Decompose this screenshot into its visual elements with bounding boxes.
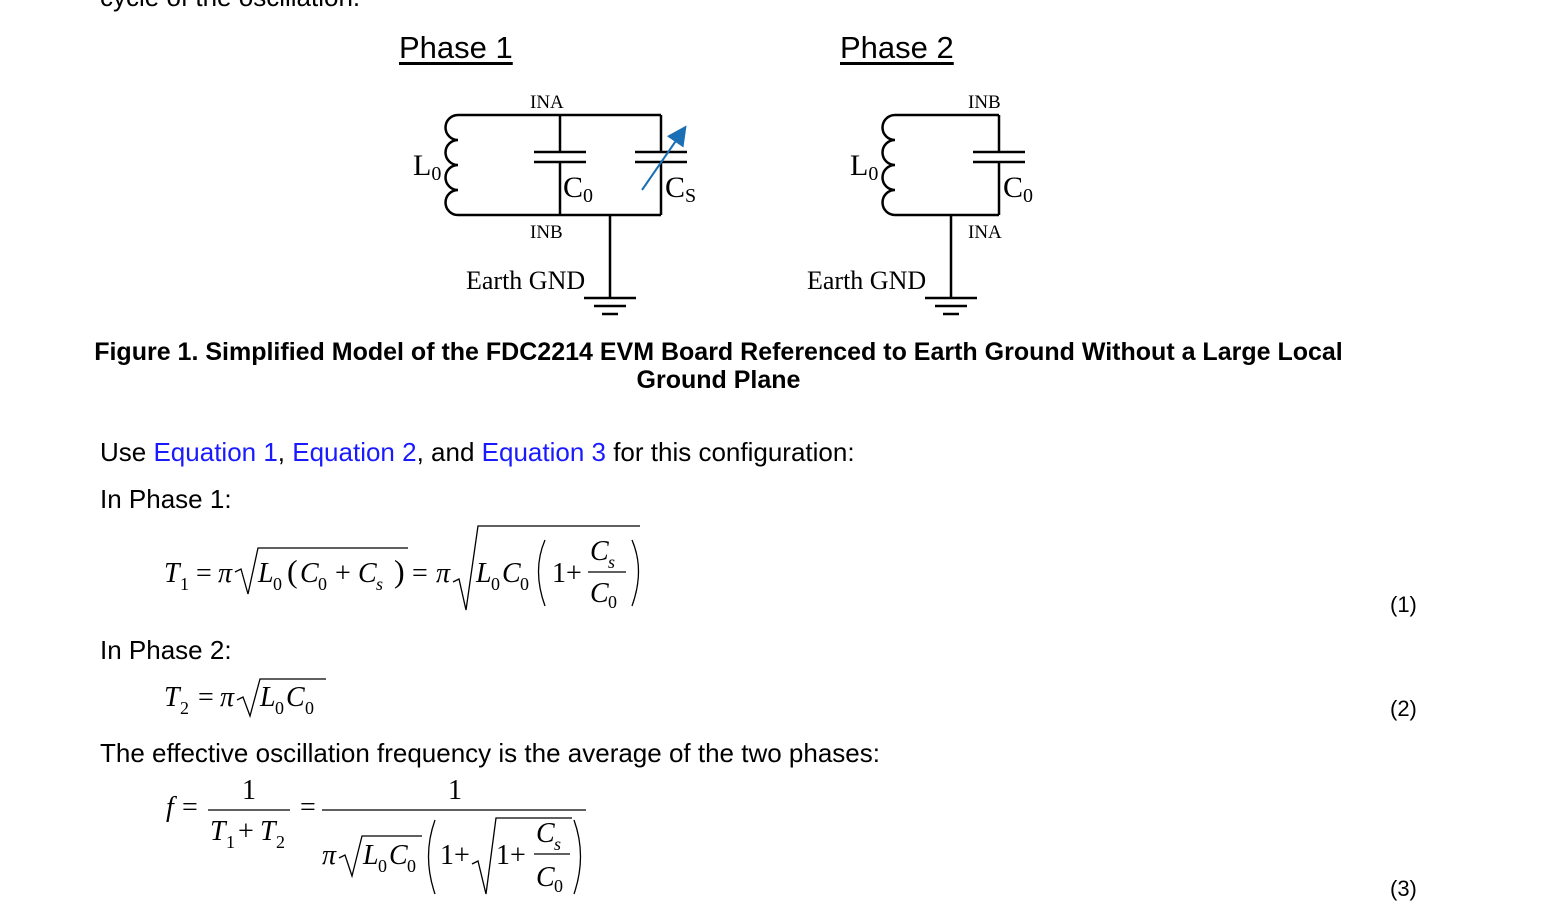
caption-line-1: Figure 1. Simplified Model of the FDC221… (94, 338, 1343, 366)
inductor-coil (881, 113, 896, 217)
svg-text:π: π (436, 558, 451, 589)
intro-sep2: , and (416, 437, 482, 467)
phase1-title: Phase 1 (399, 30, 513, 65)
intro-suffix: for this configuration: (605, 437, 855, 467)
phase1-top-label: INA (530, 92, 564, 113)
svg-text:+: + (335, 558, 351, 589)
equation-2-number: (2) (1390, 696, 1417, 721)
svg-text:+: + (510, 840, 526, 871)
svg-text:f: f (166, 792, 177, 823)
svg-text:L: L (259, 682, 276, 713)
caption-line-2: Ground Plane (636, 366, 801, 394)
svg-text:0: 0 (305, 698, 314, 718)
svg-text:+: + (238, 816, 254, 847)
variable-arrow-icon (641, 125, 687, 191)
svg-text:0: 0 (554, 876, 563, 896)
svg-text:1: 1 (180, 574, 189, 594)
equation-3-link[interactable]: Equation 3 (481, 437, 606, 467)
svg-text:0: 0 (275, 698, 284, 718)
phase1-cs-label: CS (665, 171, 696, 207)
svg-text:1: 1 (242, 775, 256, 806)
phase1-inductor-label: L0 (413, 149, 441, 185)
svg-text:π: π (220, 682, 235, 713)
svg-text:2: 2 (276, 832, 285, 852)
svg-text:0: 0 (520, 574, 529, 594)
phase1-c0-label: C0 (563, 171, 593, 207)
phase2-heading: In Phase 2: (100, 635, 232, 665)
svg-text:C: C (590, 536, 609, 567)
equation-3-number: (3) (1390, 876, 1417, 901)
intro-paragraph: Use Equation 1, Equation 2, and Equation… (100, 437, 855, 468)
svg-text:T: T (164, 558, 182, 589)
equation-1-link[interactable]: Equation 1 (153, 437, 278, 467)
svg-text:s: s (376, 574, 383, 594)
svg-text:C: C (536, 862, 555, 893)
inductor-coil (444, 113, 459, 217)
equation-2-link[interactable]: Equation 2 (292, 437, 417, 467)
svg-text:): ) (394, 553, 405, 589)
svg-text:L: L (475, 558, 492, 589)
phase2-ground-label: Earth GND (807, 266, 926, 295)
intro-prefix: Use (100, 437, 154, 467)
intro-sep1: , (277, 437, 293, 467)
svg-text:C: C (300, 558, 319, 589)
svg-text:L: L (257, 558, 274, 589)
figure-caption: Figure 1. Simplified Model of the FDC221… (0, 338, 1437, 394)
svg-text:0: 0 (273, 574, 282, 594)
svg-text:+: + (454, 840, 470, 871)
phase1-ground-label: Earth GND (466, 266, 585, 295)
frequency-heading: The effective oscillation frequency is t… (100, 738, 880, 768)
svg-text:T: T (210, 816, 228, 847)
phase1-heading: In Phase 1: (100, 484, 232, 514)
svg-text:L: L (362, 840, 379, 871)
svg-text:C: C (536, 818, 555, 849)
svg-text:=: = (300, 792, 316, 823)
svg-text:=: = (412, 558, 428, 589)
svg-text:1: 1 (226, 832, 235, 852)
svg-text:1: 1 (496, 840, 510, 871)
phase2-bottom-label: INA (968, 222, 1002, 243)
equation-1-number: (1) (1390, 592, 1417, 617)
svg-text:π: π (218, 558, 233, 589)
svg-text:2: 2 (180, 698, 189, 718)
svg-text:1: 1 (440, 840, 454, 871)
phase1-bottom-label: INB (530, 222, 563, 243)
cutoff-text: cycle of the oscillation. (100, 0, 360, 13)
svg-text:s: s (608, 552, 615, 572)
svg-text:1: 1 (552, 558, 566, 589)
svg-text:T: T (260, 816, 278, 847)
svg-text:+: + (566, 558, 582, 589)
svg-text:0: 0 (608, 592, 617, 612)
phase2-circuit (881, 113, 1025, 316)
phase1-circuit (444, 113, 687, 316)
svg-text:C: C (286, 682, 305, 713)
equation-1: T 1 = π L 0 ( C 0 + C s ) = π L 0 C 0 1 … (164, 525, 640, 612)
svg-text:π: π (322, 840, 337, 871)
svg-text:=: = (198, 682, 214, 713)
svg-text:s: s (554, 834, 561, 854)
svg-text:0: 0 (378, 856, 387, 876)
svg-text:(: ( (287, 553, 298, 589)
svg-text:C: C (389, 840, 408, 871)
circuit-diagram: L0 C0 CS INA INB Earth GND L0 C0 INB INA… (413, 92, 1033, 316)
svg-text:T: T (164, 682, 182, 713)
svg-text:0: 0 (407, 856, 416, 876)
equation-2: T 2 = π L 0 C 0 (164, 678, 326, 719)
phase2-top-label: INB (968, 92, 1001, 113)
svg-text:=: = (196, 558, 212, 589)
svg-text:C: C (502, 558, 521, 589)
svg-text:0: 0 (491, 574, 500, 594)
svg-text:=: = (182, 792, 198, 823)
svg-text:0: 0 (318, 574, 327, 594)
phase2-title: Phase 2 (840, 30, 954, 65)
svg-text:1: 1 (448, 775, 462, 806)
phase2-inductor-label: L0 (850, 149, 878, 185)
equation-3: f = 1 T 1 + T 2 = 1 π L 0 C 0 1 + 1 + C … (166, 775, 586, 896)
phase2-c0-label: C0 (1003, 171, 1033, 207)
svg-text:C: C (358, 558, 377, 589)
svg-text:C: C (590, 578, 609, 609)
